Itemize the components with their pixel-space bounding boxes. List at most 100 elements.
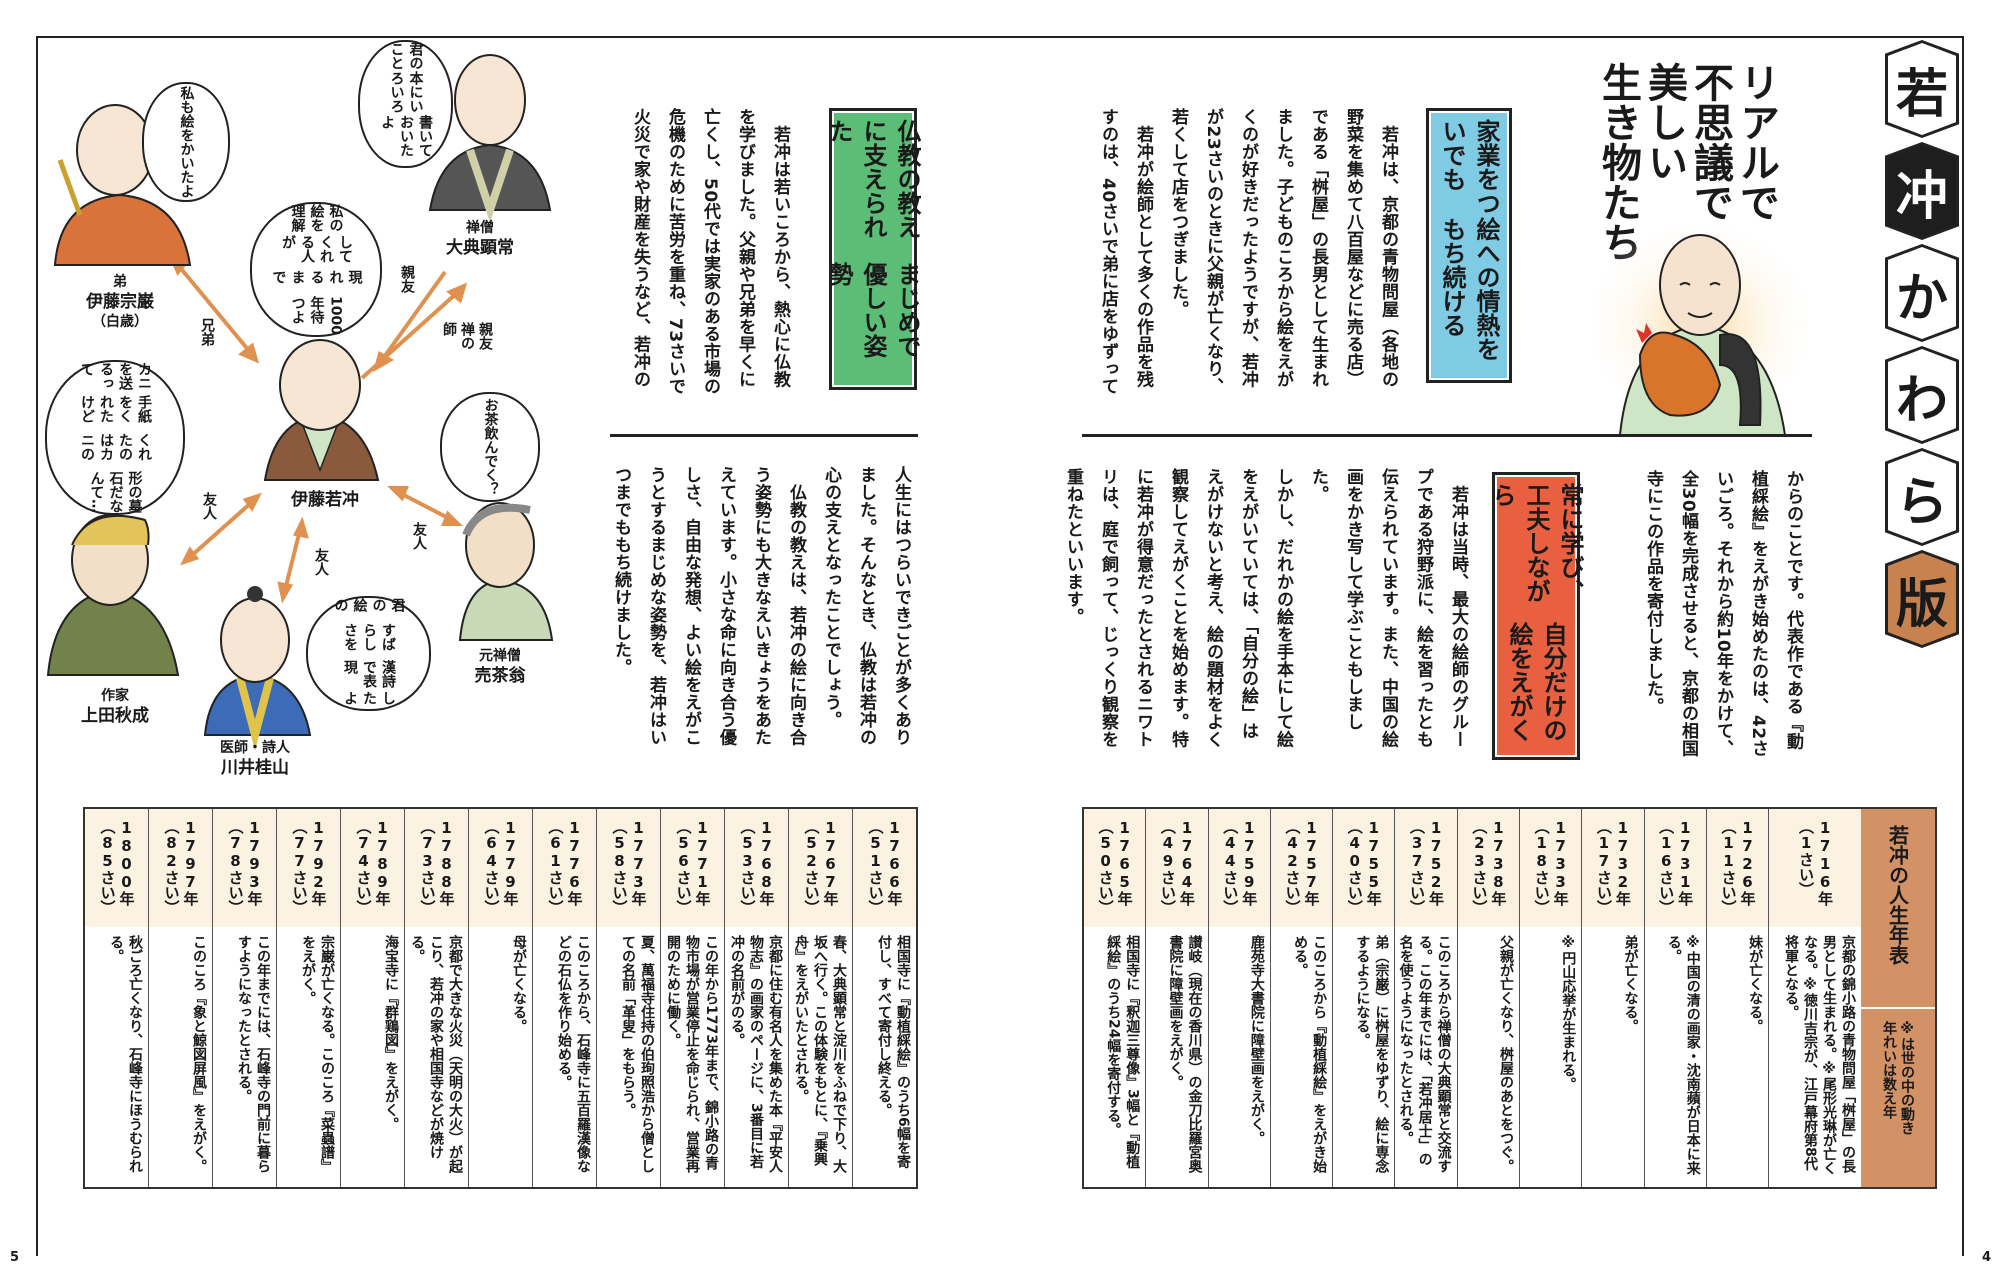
person-role: 元禅僧: [479, 648, 521, 664]
person-name: 伊藤宗巌: [86, 292, 154, 312]
timeline-event: 相国寺に『動植綵絵』のうち6幅を寄付し、すべて寄付し終える。: [876, 935, 911, 1169]
text-line: 伝えられています。また、中国の絵: [1378, 468, 1398, 748]
timeline-year-cell: 1800年（85さい）: [85, 809, 148, 927]
text-line: 飲んでく？: [482, 426, 499, 496]
timeline-year-cell: 1731年（16さい）: [1644, 809, 1706, 927]
relation-label-close-friend: 親友: [399, 265, 415, 293]
timeline-year: 1716年: [1816, 819, 1835, 906]
text-line: 君の絵の: [332, 598, 406, 612]
text-line: 寺にこの作品を寄付しました。: [1643, 470, 1663, 715]
timeline-event: 母が亡くなる。: [511, 935, 527, 1033]
person-role: 弟: [113, 274, 127, 290]
timeline-entry: 1792年（77さい） 宗巌が亡くなる。このころ『菜蟲譜』をえがく。: [276, 809, 340, 1187]
timeline-age: （16さい）: [1657, 819, 1676, 915]
timeline-event: 相国寺に『釈迦三尊像』3幅と『動植綵絵』のうち24幅を寄付する。: [1105, 935, 1141, 1169]
section-body-buddhism: 若冲は若いころから、熱心に仏教を学びました。父親や兄弟を早くに亡くし、50代では…: [612, 108, 797, 398]
text-line: 若冲は当時、最大の絵師のグルー: [1448, 468, 1468, 749]
timeline-year: 1771年: [693, 819, 712, 906]
speech-bubble-sougan: 私も絵をかいたよ: [142, 82, 230, 202]
timeline-age: （61さい）: [546, 819, 565, 915]
timeline-year-cell: 1768年（53さい）: [725, 809, 788, 927]
text-line: 年れいは数え年: [1881, 1021, 1897, 1119]
timeline-year: 1792年: [309, 819, 328, 906]
timeline-year-cell: 1752年（37さい）: [1395, 809, 1457, 927]
timeline-event: 京都の錦小路の青物問屋「桝屋」の長男として生まれる。※尾形光琳が亡くなる。※徳川…: [1783, 935, 1856, 1175]
timeline-event: ※円山応挙が生まれる。: [1560, 935, 1577, 1091]
relation-label-friend-baisao: 友人: [411, 522, 427, 550]
timeline-year: 1800年: [117, 819, 136, 906]
person-name: 上田秋成: [81, 706, 149, 726]
text-line: 仏教の教えに支えられた: [825, 119, 921, 239]
timeline-entry: 1755年（40さい）弟（宗巌）に桝屋をゆずり、絵に専念するようになる。: [1332, 809, 1395, 1187]
timeline-entry: 1766年（51さい）相国寺に『動植綵絵』のうち6幅を寄付し、すべて寄付し終える…: [852, 809, 916, 1187]
timeline-year: 1733年: [1551, 819, 1570, 906]
timeline-event: 妹が亡くなる。: [1747, 935, 1764, 1033]
timeline-year: 1797年: [181, 819, 200, 906]
text-line: 亡くし、50代では実家のある市場の: [700, 108, 720, 396]
timeline-age: （77さい）: [290, 819, 309, 915]
text-line: 観察してえがくことを始めます。特: [1168, 468, 1188, 748]
text-line: くれたのはカニの: [79, 432, 152, 461]
text-line: 手紙をくれたけど: [79, 395, 152, 424]
timeline-event: 秋ごろ亡くなり、石峰寺にほうむられる。: [108, 935, 143, 1173]
text-line: 画をかき写して学ぶこともしました。: [1308, 468, 1363, 731]
section-body-family-business: 若冲は、京都の青物問屋（各地の野菜を集めて八百屋などに売る店）である「桝屋」の長…: [1080, 108, 1405, 398]
timeline-event: このころから禅僧の大典顕常と交流する。この年までには、「若冲居士」の名を使うよう…: [1397, 935, 1452, 1173]
timeline-note: ※は世の中の動き年れいは数え年: [1880, 1021, 1916, 1187]
keizan-figure: [203, 586, 312, 751]
timeline-age: （78さい）: [226, 819, 245, 915]
text-line: プである狩野派に、絵を習ったとも: [1413, 468, 1433, 748]
person-role: 医師・詩人: [220, 740, 290, 756]
timeline-event: 父親が亡くなり、桝屋のあとをつぐ。: [1497, 935, 1514, 1173]
timeline-entry: 1793年（78さい）この年までには、石峰寺の門前に暮らすようになったとされる。: [212, 809, 276, 1187]
text-line: 自分だけの絵をえがく: [1505, 622, 1567, 743]
timeline-event: 京都で大きな火災（天明の大火）が起こり、若冲の家や相国寺などが焼ける。: [409, 935, 463, 1173]
timeline-year-cell: 1788年（73さい）: [405, 809, 468, 927]
text-line: 全30幅を完成させると、京都の相国: [1678, 470, 1698, 758]
timeline-event: 弟が亡くなる。: [1622, 935, 1639, 1033]
text-line: 現れるまで: [270, 270, 363, 285]
timeline-entry: 1797年（82さい）このころ『象と鯨図屏風』をえがく。: [148, 809, 212, 1187]
section-header-learning: 常に学び、工夫しながら自分だけの絵をえがく: [1488, 472, 1584, 760]
timeline-event: 京都に住む有名人を集めた本『平安人物志』の画家のページに、3番目に若冲の名前がの…: [729, 935, 783, 1173]
relationship-diagram-art: [46, 54, 554, 751]
speech-bubble-keizan: 君の絵のすばらしさを漢詩で表現したよ: [306, 596, 431, 711]
timeline-year: 1738年: [1489, 819, 1508, 906]
sougan-figure: [53, 104, 192, 266]
text-line: 常に学び、工夫しながら: [1488, 483, 1584, 603]
text-line: 漢詩で表現: [342, 659, 396, 688]
section-body-buddhism-cont: 人生にはつらいできごとが多くありました。そんなとき、仏教は若冲の心の支えとなった…: [600, 466, 918, 756]
text-line: 若くして店をつぎました。: [1168, 108, 1188, 318]
text-line: 形の墓石だなんて…: [88, 470, 143, 513]
series-title-tab: 若 冲 か わ ら 版: [1885, 40, 1959, 652]
text-line: ました。そんなとき、仏教は若冲の: [856, 466, 876, 746]
timeline-year: 1759年: [1240, 819, 1259, 906]
timeline-age: （85さい）: [98, 819, 117, 915]
text-line: 植綵絵』をえがき始めたのは、42さ: [1748, 470, 1768, 758]
timeline-year-cell: 1757年（42さい）: [1270, 809, 1333, 927]
text-line: くのが好きだったようですが、若冲: [1238, 108, 1258, 388]
text-line: 重ねたといいます。: [1063, 468, 1083, 626]
text-line: に若冲が得意だったとされるニワト: [1133, 468, 1153, 748]
timeline-age: （18さい）: [1532, 819, 1551, 915]
timeline-event: 宗巌が亡くなる。このころ『菜蟲譜』をえがく。: [300, 935, 335, 1173]
timeline-entry: 1738年（23さい）父親が亡くなり、桝屋のあとをつぐ。: [1456, 809, 1519, 1187]
text-line: 1000年待つよ: [289, 296, 344, 335]
timeline-table-left: 1766年（51さい）相国寺に『動植綵絵』のうち6幅を寄付し、すべて寄付し終える…: [83, 807, 918, 1189]
person-label-daiten: 禅僧大典顕常: [430, 218, 530, 258]
text-line: からのことです。代表作である『動: [1783, 470, 1803, 750]
timeline-year: 1767年: [821, 819, 840, 906]
timeline-entry: 1765年（50さい）相国寺に『釈迦三尊像』3幅と『動植綵絵』のうち24幅を寄付…: [1083, 809, 1146, 1187]
text-line: 禅の師: [441, 322, 475, 350]
timeline-age: （56さい）: [674, 819, 693, 915]
page-number-right: 4: [1982, 1250, 1992, 1265]
text-line: してくれる人が: [280, 234, 353, 263]
timeline-entry: 1788年（73さい） 京都で大きな火災（天明の大火）が起こり、若冲の家や相国寺な…: [404, 809, 468, 1187]
text-line: 危機のために苦労を重ね、73さいで: [665, 108, 685, 396]
timeline-year-cell: 1767年（52さい）: [789, 809, 852, 927]
text-line: しさ、自由な発想、よい絵をえがこ: [681, 466, 701, 746]
tab-char: ら: [1888, 451, 1956, 543]
text-line: したよ: [342, 690, 396, 705]
section-header-buddhism: 仏教の教えに支えられたまじめで優しい姿勢: [825, 108, 921, 390]
person-label-jakuchu: 伊藤若冲: [275, 490, 375, 510]
